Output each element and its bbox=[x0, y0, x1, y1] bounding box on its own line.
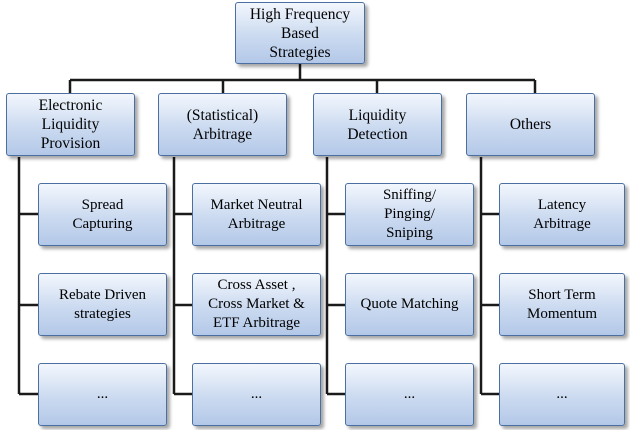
root-node: High Frequency Based Strategies bbox=[235, 2, 365, 64]
node-ellipsis-2: ... bbox=[192, 363, 321, 426]
node-spread-capturing: Spread Capturing bbox=[38, 183, 167, 246]
node-ellipsis-4: ... bbox=[499, 363, 625, 426]
node-rebate-driven-strategies: Rebate Driven strategies bbox=[38, 273, 167, 336]
node-sniffing-pinging-sniping: Sniffing/ Pinging/ Sniping bbox=[345, 183, 474, 246]
node-quote-matching: Quote Matching bbox=[345, 273, 474, 336]
node-cross-asset-arbitrage: Cross Asset , Cross Market & ETF Arbitra… bbox=[192, 273, 321, 336]
header-liquidity-detection: Liquidity Detection bbox=[313, 93, 442, 156]
node-short-term-momentum: Short Term Momentum bbox=[499, 273, 625, 336]
node-ellipsis-3: ... bbox=[345, 363, 474, 426]
header-statistical-arbitrage: (Statistical) Arbitrage bbox=[158, 93, 287, 156]
header-electronic-liquidity-provision: Electronic Liquidity Provision bbox=[6, 93, 135, 156]
node-latency-arbitrage: Latency Arbitrage bbox=[499, 183, 625, 246]
node-ellipsis-1: ... bbox=[38, 363, 167, 426]
node-market-neutral-arbitrage: Market Neutral Arbitrage bbox=[192, 183, 321, 246]
header-others: Others bbox=[466, 93, 595, 156]
